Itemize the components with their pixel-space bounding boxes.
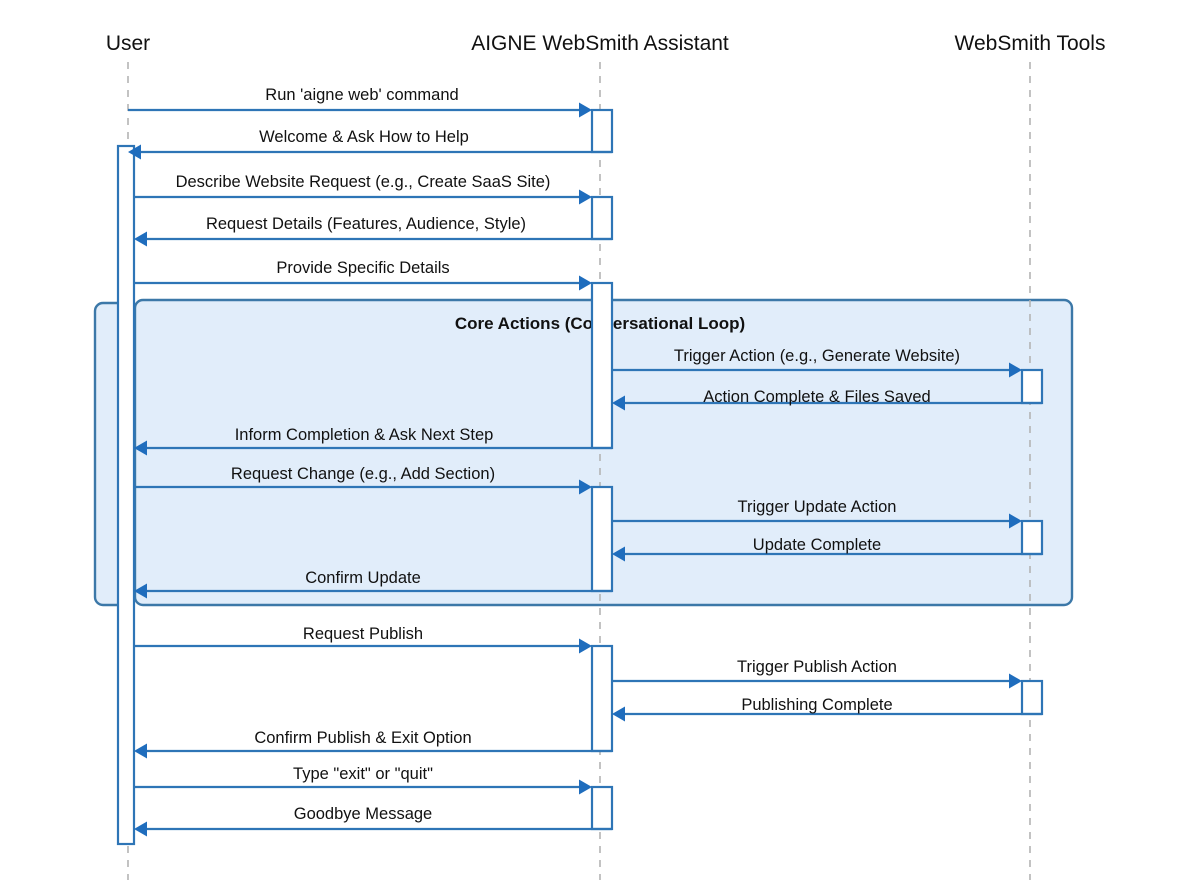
message-arrowhead-14 [1009,673,1022,689]
message-arrowhead-7 [612,395,625,411]
message-label-13: Request Publish [303,625,423,643]
fragments-layer: Core Actions (Conversational Loop) [93,298,1074,607]
message-8: Inform Completion & Ask Next Step [134,426,612,456]
message-arrowhead-8 [134,440,147,456]
activation-bar-assistant-5 [590,485,614,593]
message-arrowhead-13 [579,638,592,654]
message-arrowhead-17 [579,779,592,795]
message-label-15: Publishing Complete [741,696,892,714]
activation-bar-assistant-2 [590,195,614,241]
message-label-9: Request Change (e.g., Add Section) [231,465,495,483]
participants-layer: User AIGNE WebSmith Assistant WebSmith Too… [106,32,1106,55]
message-arrowhead-1 [579,102,592,118]
message-label-2: Welcome & Ask How to Help [259,128,469,146]
message-5: Provide Specific Details [134,259,592,291]
message-18: Goodbye Message [134,805,612,837]
message-label-3: Describe Website Request (e.g., Create S… [176,173,551,191]
message-arrowhead-15 [612,706,625,722]
participant-label-assistant: AIGNE WebSmith Assistant [471,32,729,55]
message-arrowhead-6 [1009,362,1022,378]
activation-bar-assistant-7 [590,644,614,753]
activation-bar-assistant-3 [590,281,614,450]
message-7: Action Complete & Files Saved [612,388,1042,411]
message-label-12: Confirm Update [305,569,421,587]
message-3: Describe Website Request (e.g., Create S… [134,173,592,205]
activation-bar-tools-6 [1020,519,1044,556]
message-arrowhead-5 [579,275,592,291]
message-15: Publishing Complete [612,696,1042,722]
message-arrowhead-3 [579,189,592,205]
message-label-8: Inform Completion & Ask Next Step [235,426,494,444]
activations-layer [116,108,1044,846]
message-label-18: Goodbye Message [294,805,433,823]
message-label-1: Run 'aigne web' command [265,86,458,104]
message-label-7: Action Complete & Files Saved [703,388,930,406]
activation-bar-tools-4 [1020,368,1044,405]
message-arrowhead-4 [134,231,147,247]
participant-label-tools: WebSmith Tools [955,32,1106,55]
message-arrowhead-10 [1009,513,1022,529]
message-arrowhead-16 [134,743,147,759]
message-17: Type "exit" or "quit" [134,765,592,795]
message-label-10: Trigger Update Action [738,498,897,516]
message-12: Confirm Update [134,569,612,599]
message-9: Request Change (e.g., Add Section) [134,465,592,495]
participant-label-user: User [106,32,150,55]
message-arrowhead-2 [128,144,141,160]
message-arrowhead-9 [579,479,592,495]
message-4: Request Details (Features, Audience, Sty… [134,215,612,247]
message-14: Trigger Publish Action [612,658,1022,689]
activation-bar-user-0 [116,144,136,846]
message-label-5: Provide Specific Details [276,259,449,277]
activation-bar-tools-8 [1020,679,1044,716]
message-2: Welcome & Ask How to Help [128,128,612,160]
message-13: Request Publish [134,625,592,654]
activation-bar-assistant-1 [590,108,614,154]
message-arrowhead-11 [612,546,625,562]
message-label-14: Trigger Publish Action [737,658,897,676]
message-label-16: Confirm Publish & Exit Option [254,729,471,747]
message-label-17: Type "exit" or "quit" [293,765,433,783]
message-label-6: Trigger Action (e.g., Generate Website) [674,347,960,365]
message-arrowhead-18 [134,821,147,837]
message-10: Trigger Update Action [612,498,1022,529]
message-label-4: Request Details (Features, Audience, Sty… [206,215,526,233]
message-arrowhead-12 [134,583,147,599]
message-11: Update Complete [612,536,1042,562]
message-16: Confirm Publish & Exit Option [134,729,612,759]
message-1: Run 'aigne web' command [128,86,592,118]
message-6: Trigger Action (e.g., Generate Website) [612,347,1022,378]
activation-bar-assistant-9 [590,785,614,831]
message-label-11: Update Complete [753,536,881,554]
